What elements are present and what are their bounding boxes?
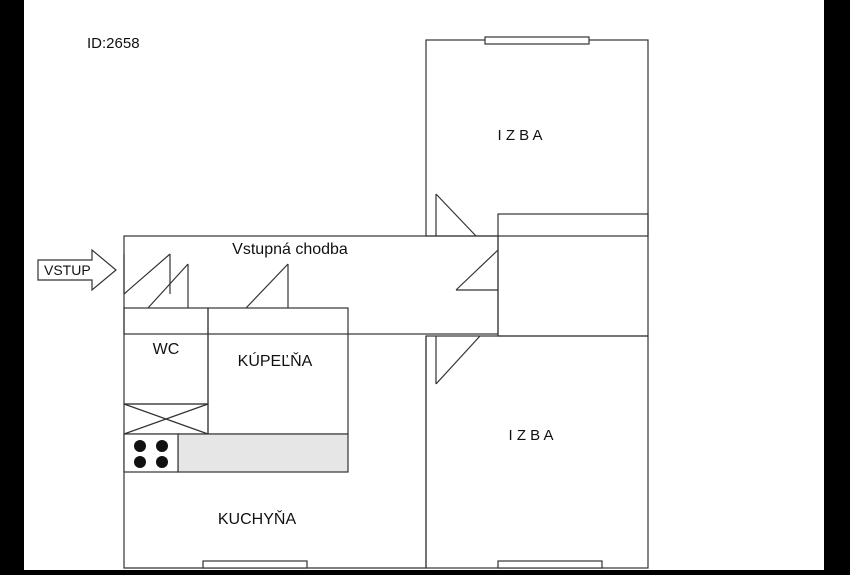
entrance-arrow — [37, 248, 117, 292]
door-entrance — [123, 253, 171, 295]
door-wc — [147, 263, 189, 309]
bathroom-label: KÚPEĽŇA — [238, 351, 313, 370]
hallway-label: Vstupná chodba — [232, 241, 348, 258]
kitchen-counter — [177, 433, 349, 473]
kitchen-label: KUCHYŇA — [218, 509, 297, 528]
window-top — [484, 36, 590, 45]
room-top-label: I Z B A — [497, 127, 542, 144]
walls — [123, 36, 649, 569]
door-room-top — [435, 193, 477, 237]
door-closet — [455, 249, 499, 291]
wc-label: WC — [153, 341, 180, 358]
stove-burner — [134, 456, 146, 468]
stove — [123, 433, 179, 473]
door-room-bottom — [435, 335, 481, 385]
door-bathroom — [245, 263, 289, 309]
plan-paper — [24, 0, 824, 570]
window-bottom — [497, 560, 603, 569]
stove-burner — [134, 440, 146, 452]
stove-burner — [156, 440, 168, 452]
room-bottom-label: I Z B A — [508, 427, 553, 444]
stove-burner — [156, 456, 168, 468]
entrance-label: VSTUP — [44, 262, 91, 278]
window-kitchen — [202, 560, 308, 569]
plan-id-label: ID:2658 — [87, 35, 140, 52]
